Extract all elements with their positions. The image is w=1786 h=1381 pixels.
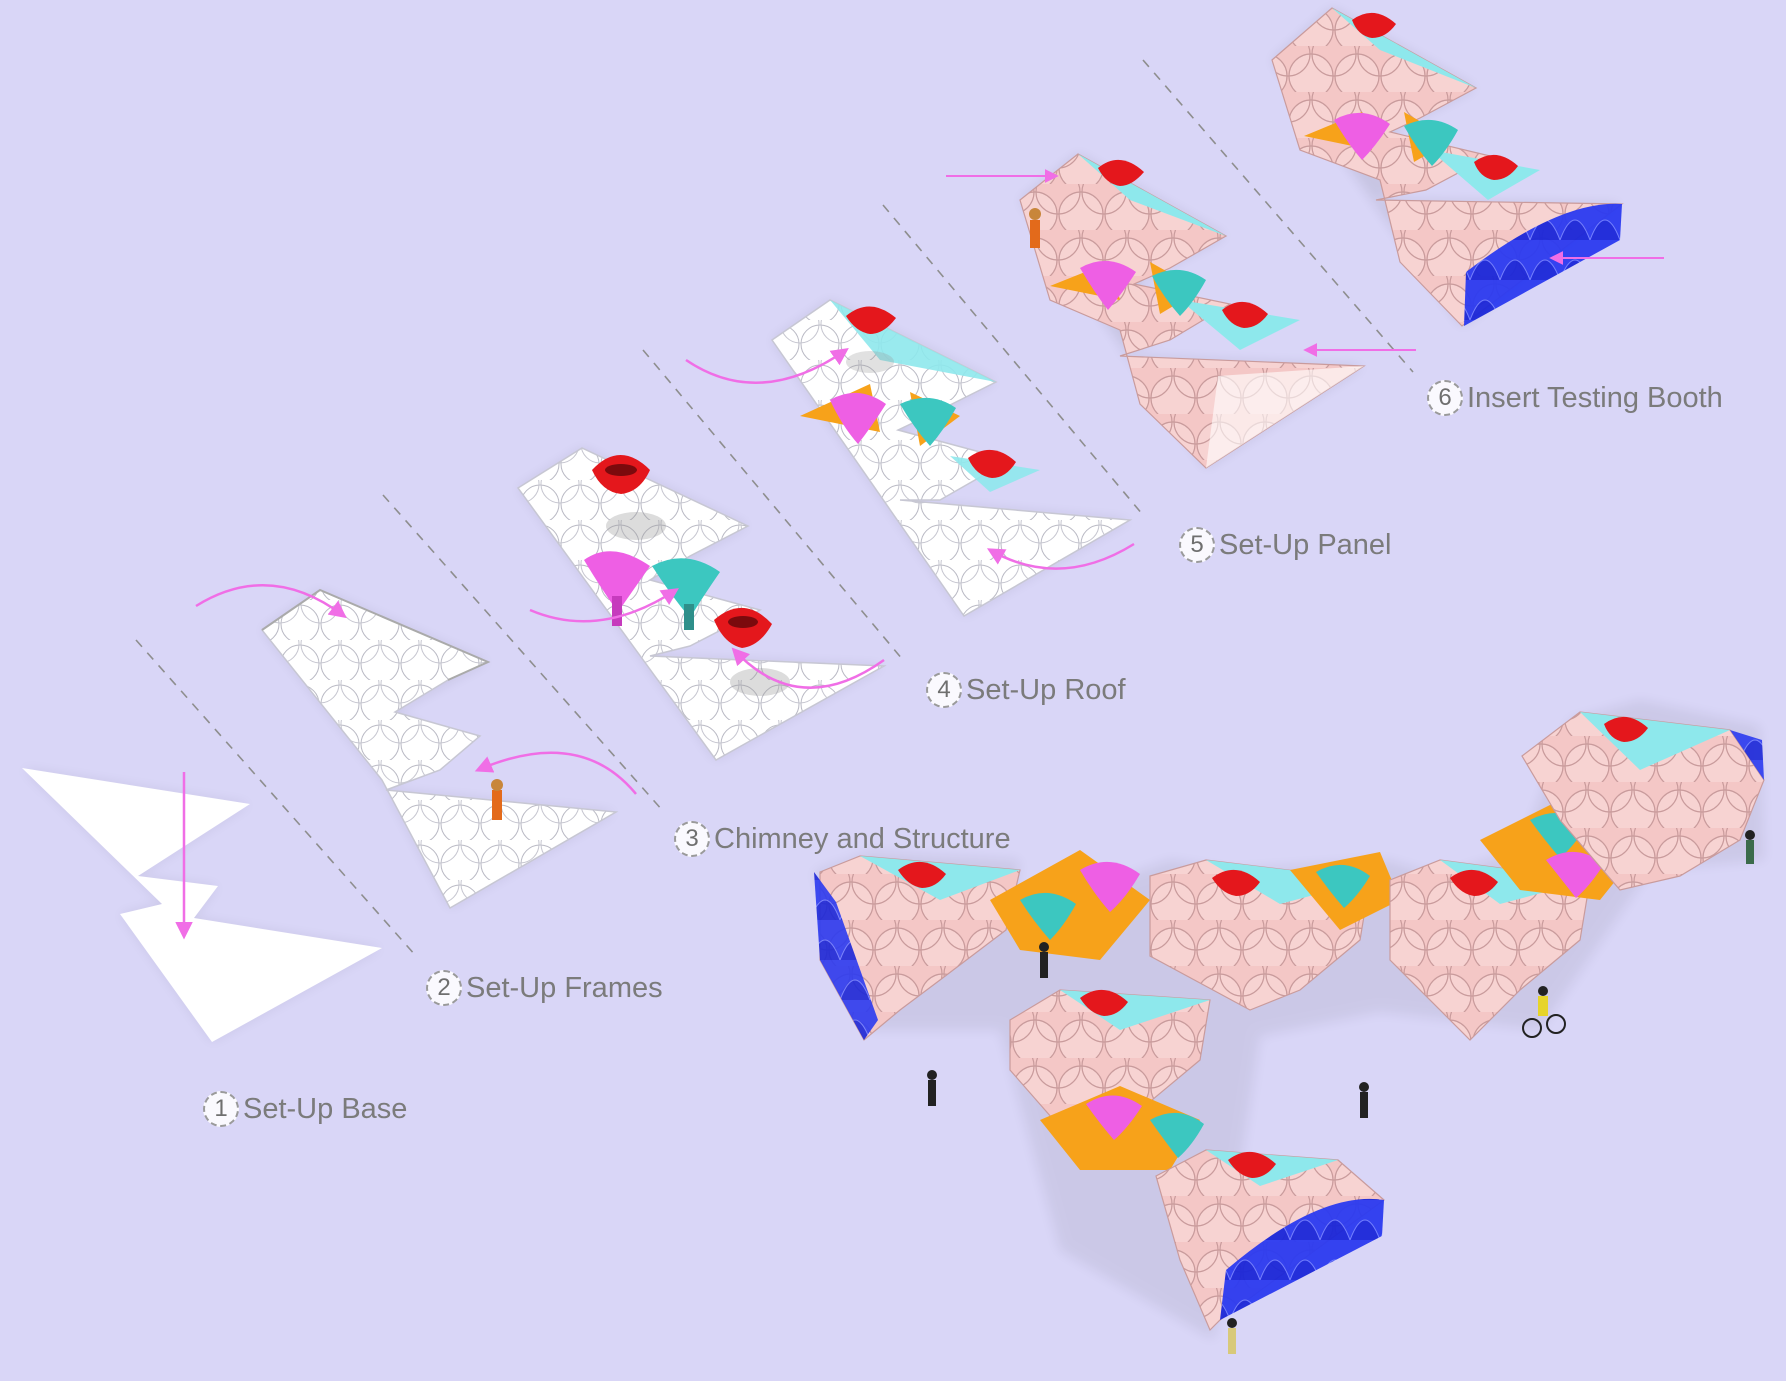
step-6-label: 6 Insert Testing Booth bbox=[1427, 380, 1723, 416]
step-3-text: Chimney and Structure bbox=[714, 822, 1011, 855]
stage-divider-lines bbox=[135, 59, 1414, 957]
stage3-chimney-structure bbox=[516, 447, 887, 761]
red-chimney bbox=[592, 455, 650, 494]
step-2-label: 2 Set-Up Frames bbox=[426, 970, 663, 1006]
teal-chimney bbox=[652, 558, 720, 630]
step-6-number: 6 bbox=[1427, 380, 1463, 416]
cyclist-figure bbox=[1522, 986, 1566, 1038]
step-5-text: Set-Up Panel bbox=[1219, 528, 1392, 561]
stage2-frames bbox=[195, 584, 637, 910]
step-5-number: 5 bbox=[1179, 527, 1215, 563]
step-4-label: 4 Set-Up Roof bbox=[926, 672, 1126, 708]
stage1-base bbox=[22, 768, 382, 1042]
step-4-text: Set-Up Roof bbox=[966, 673, 1126, 706]
step-1-text: Set-Up Base bbox=[243, 1092, 408, 1125]
stage5-panel bbox=[946, 153, 1416, 469]
step-1-number: 1 bbox=[203, 1091, 239, 1127]
magenta-chimney bbox=[584, 551, 650, 626]
step-5-label: 5 Set-Up Panel bbox=[1179, 527, 1392, 563]
step-2-number: 2 bbox=[426, 970, 462, 1006]
step-4-number: 4 bbox=[926, 672, 962, 708]
stage4-roof bbox=[685, 299, 1135, 617]
pedestrian-figures bbox=[927, 830, 1755, 1354]
worker-figure-2 bbox=[1029, 208, 1041, 248]
red-chimney-2 bbox=[714, 607, 772, 648]
step-6-text: Insert Testing Booth bbox=[1467, 381, 1723, 414]
stage6-testing-booth bbox=[1271, 7, 1664, 327]
worker-figure bbox=[491, 779, 503, 820]
step-3-number: 3 bbox=[674, 821, 710, 857]
step-1-label: 1 Set-Up Base bbox=[203, 1091, 407, 1127]
step-2-text: Set-Up Frames bbox=[466, 971, 663, 1004]
step-3-label: 3 Chimney and Structure bbox=[674, 821, 1011, 857]
final-assembly bbox=[814, 700, 1765, 1354]
